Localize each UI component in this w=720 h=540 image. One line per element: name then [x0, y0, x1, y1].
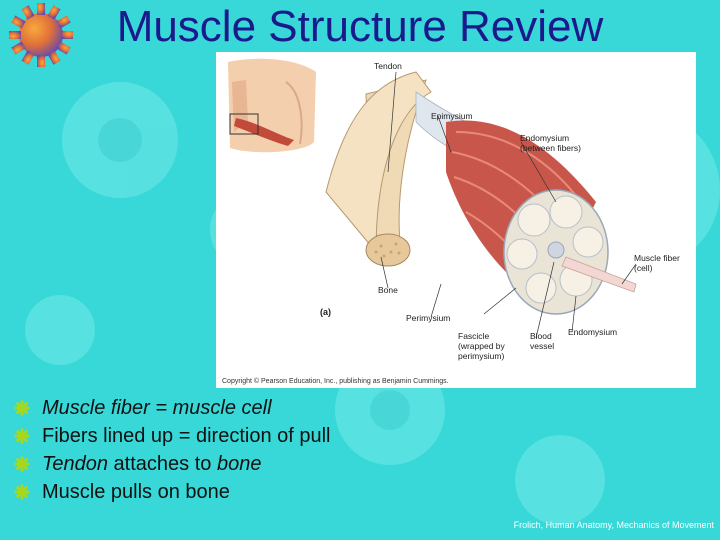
label-endomysium-between: Endomysium	[520, 133, 570, 143]
label-blood: Blood	[530, 331, 552, 341]
slide-title: Muscle Structure Review	[116, 2, 604, 51]
torso-inset	[228, 58, 316, 153]
label-perimysium-paren: perimysium)	[458, 351, 505, 361]
muscle-anatomy-illustration	[228, 58, 637, 339]
bullet-item: Fibers lined up = direction of pull	[14, 422, 474, 450]
label-perimysium: Perimysium	[406, 313, 451, 323]
bone-illustration	[325, 71, 432, 267]
gear-icon	[9, 3, 73, 67]
label-muscle-fiber: Muscle fiber	[634, 253, 680, 263]
slide-credit: Frolich, Human Anatomy, Mechanics of Mov…	[513, 520, 714, 530]
bullet-star-icon	[14, 456, 30, 472]
bullet-star-icon	[14, 400, 30, 416]
label-bone: Bone	[378, 285, 398, 295]
label-epimysium: Epimysium	[431, 111, 473, 121]
label-tendon: Tendon	[374, 61, 402, 71]
label-fascicle: Fascicle	[458, 331, 490, 341]
label-vessel: vessel	[530, 341, 555, 351]
bullet-text-part: attaches to	[108, 453, 217, 475]
leader-lines	[380, 71, 637, 339]
bullet-item: Muscle pulls on bone	[14, 478, 474, 506]
bullet-item: Muscle fiber = muscle cell	[14, 394, 474, 422]
muscle-cross-section	[503, 189, 637, 315]
figure-copyright: Copyright © Pearson Education, Inc., pub…	[222, 378, 449, 385]
label-endomysium: Endomysium	[568, 327, 618, 337]
muscle-diagram-figure: Tendon Epimysium Endomysium (between fib…	[216, 52, 696, 388]
label-wrapped-by: (wrapped by	[458, 341, 505, 351]
label-between-fibers: (between fibers)	[520, 143, 581, 153]
label-cell: (cell)	[634, 263, 653, 273]
bullet-star-icon	[14, 428, 30, 444]
bullet-text-part: Tendon	[42, 453, 108, 475]
bullet-text-part: Muscle fiber = muscle cell	[42, 397, 272, 419]
bullet-text-part: bone	[216, 453, 262, 475]
bullet-list: Muscle fiber = muscle cell Fibers lined …	[14, 394, 474, 506]
bullet-text-part: Muscle pulls on bone	[42, 481, 230, 503]
bullet-star-icon	[14, 484, 30, 500]
label-panel-a: (a)	[320, 307, 331, 317]
bullet-text-part: Fibers lined up = direction of pull	[42, 425, 331, 447]
bullet-item: Tendon attaches to bone	[14, 450, 474, 478]
